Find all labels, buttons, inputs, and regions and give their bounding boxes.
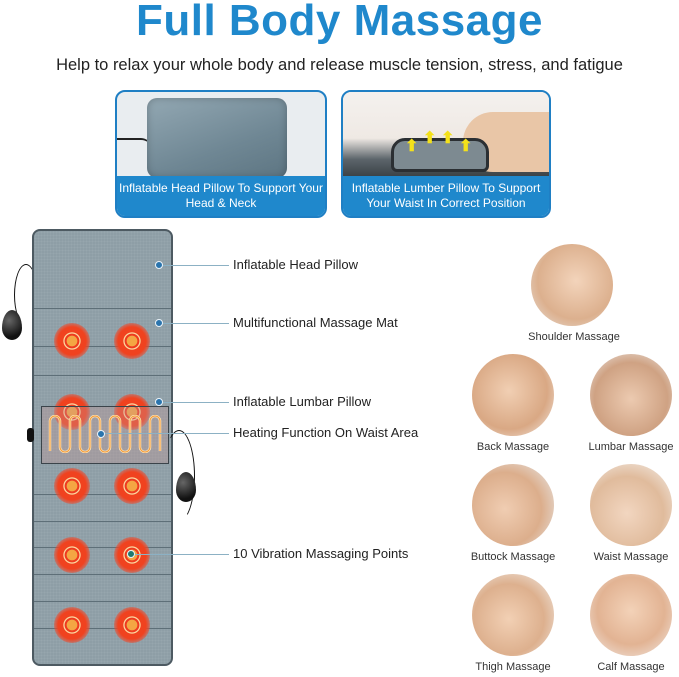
vibration-point-icon [54,323,90,359]
label-calf-massage: Calf Massage [597,661,665,673]
massage-mat-diagram [32,229,173,666]
callout-head-pillow: Inflatable Head Pillow [233,257,359,272]
lumbar-pillow-caption: Inflatable Lumber Pillow To Support Your… [343,176,549,216]
vibration-point-icon [54,607,90,643]
callout-dot-icon [155,319,163,327]
back-massage-photo [472,354,554,436]
callout-dot-icon [155,261,163,269]
vibration-point-icon [54,537,90,573]
page-subtitle: Help to relax your whole body and releas… [56,56,623,74]
label-lumbar-massage: Lumbar Massage [588,441,674,453]
vibration-point-icon [114,468,150,504]
leader-line [135,554,229,555]
label-shoulder-massage: Shoulder Massage [528,331,620,343]
leader-line [163,402,229,403]
callout-lumbar-pillow: Inflatable Lumbar Pillow [233,394,372,409]
callout-heating-function: Heating Function On Waist Area [233,425,419,440]
head-pillow-caption: Inflatable Head Pillow To Support Your H… [117,176,325,216]
label-waist-massage: Waist Massage [593,551,669,563]
controller-connector-icon [27,428,34,442]
callout-dot-icon [155,398,163,406]
calf-massage-photo [590,574,672,656]
arrow-up-icon: ⬆ [441,130,455,147]
buttock-massage-photo [472,464,554,546]
caption-line: Head & Neck [185,196,257,210]
arrow-up-icon: ⬆ [405,138,419,155]
callout-dot-icon [127,550,135,558]
pillow-icon [147,98,287,178]
cord-icon [117,138,151,152]
leader-line [105,433,229,434]
leader-line [163,323,229,324]
head-pillow-image [117,92,325,178]
air-pump-bulb-icon [176,472,196,502]
label-back-massage: Back Massage [476,441,550,453]
air-tube-icon [14,264,38,326]
thigh-massage-photo [472,574,554,656]
arrow-up-icon: ⬆ [423,130,437,147]
head-pillow-card: Inflatable Head Pillow To Support Your H… [115,90,327,218]
arrow-up-icon: ⬆ [459,138,473,155]
air-tube-icon [163,430,195,522]
lumbar-pad-icon [391,138,489,172]
lumbar-pillow-card: ⬆ ⬆ ⬆ ⬆ Inflatable Lumber Pillow To Supp… [341,90,551,218]
caption-line: Inflatable Head Pillow To Support Your [119,181,323,195]
label-thigh-massage: Thigh Massage [475,661,551,673]
callout-massage-mat: Multifunctional Massage Mat [233,315,398,330]
waist-massage-photo [590,464,672,546]
lumbar-massage-photo [590,354,672,436]
heating-coil-icon [48,415,162,453]
caption-line: Inflatable Lumber Pillow To Support [351,181,541,195]
lumbar-pillow-image: ⬆ ⬆ ⬆ ⬆ [343,92,549,176]
vibration-point-icon [54,468,90,504]
callout-vibration-points: 10 Vibration Massaging Points [233,546,409,561]
callout-dot-icon [97,430,105,438]
page-title: Full Body Massage [135,0,544,45]
vibration-point-icon [114,607,150,643]
caption-line: Your Waist In Correct Position [366,196,526,210]
label-buttock-massage: Buttock Massage [470,551,556,563]
vibration-point-icon [114,323,150,359]
leader-line [163,265,229,266]
shoulder-massage-photo [531,244,613,326]
heating-pad-icon [41,406,169,464]
air-pump-bulb-icon [2,310,22,340]
